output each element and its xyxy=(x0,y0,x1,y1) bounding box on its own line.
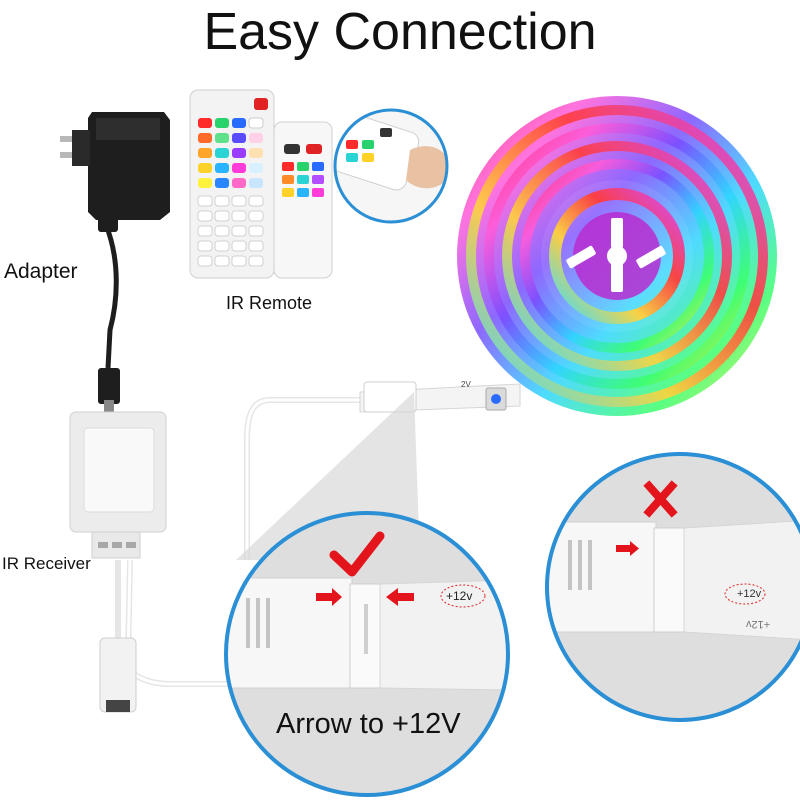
arrow-right-icon-wrong xyxy=(616,541,639,556)
adapter-label: Adapter xyxy=(4,260,78,283)
remote-function-keys xyxy=(197,195,264,267)
power-adapter xyxy=(60,112,170,414)
receiver-output-cable xyxy=(125,559,230,687)
ir-remote-44-key xyxy=(189,89,275,279)
voltage-label-wrong: +12v xyxy=(737,588,762,600)
remote-color-keys xyxy=(198,117,264,188)
page-title: Easy Connection xyxy=(203,3,597,61)
receiver-output-cable-core xyxy=(126,559,230,686)
led-strip-reel xyxy=(359,96,777,416)
arrow-left-icon xyxy=(386,588,414,606)
ir-receiver-label: IR Receiver xyxy=(2,554,91,573)
remote-battery-zoom xyxy=(333,108,449,224)
caption-arrow-to-12v: Arrow to +12V xyxy=(276,708,461,740)
cross-mark-icon xyxy=(643,480,678,518)
check-mark-icon xyxy=(329,531,385,577)
adapter-cable xyxy=(103,224,119,369)
receiver-to-strip-cable-core xyxy=(245,398,360,560)
arrow-right-icon xyxy=(316,588,342,606)
reel-hub xyxy=(566,218,666,292)
voltage-label-correct: +12v xyxy=(446,589,473,603)
ir-remote-label: IR Remote xyxy=(226,293,313,313)
zoom-wrong-connection xyxy=(545,452,800,722)
voltage-label-wrong-inverted: +12v xyxy=(746,618,771,630)
ir-receiver-box xyxy=(69,411,167,713)
strip-voltage-label: 2V xyxy=(461,380,471,389)
ir-remote-24-key xyxy=(273,121,333,279)
